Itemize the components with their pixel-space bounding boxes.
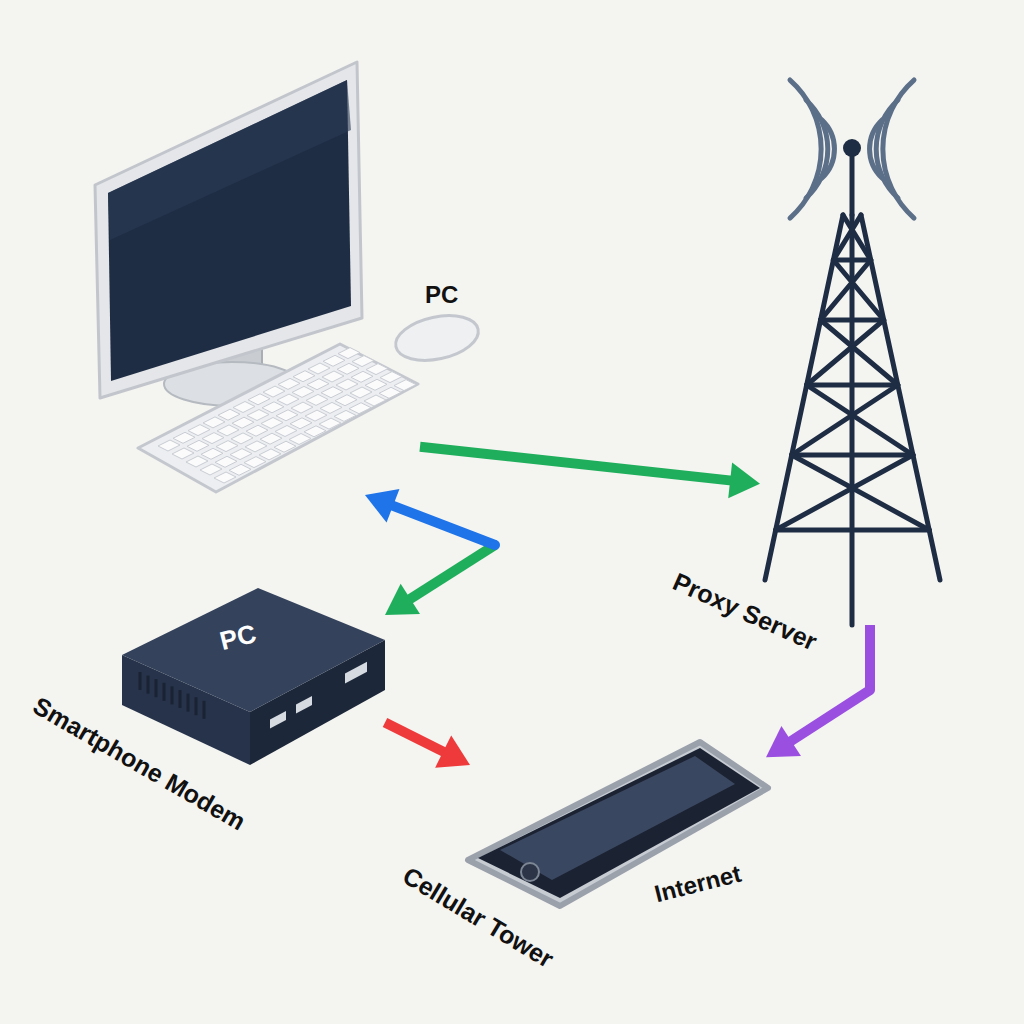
phone-node: Cellular TowerInternet [470,742,766,906]
arrow-connector [365,489,500,615]
arrow-connector [385,723,470,768]
mouse-illustration [392,309,483,368]
box-label: PC [217,619,259,655]
connector-line [420,447,734,481]
device-label: PC [425,282,458,308]
arrow-connector [766,625,875,757]
connector-line [389,504,495,545]
device-label: Smartphone Modem [28,692,250,836]
modem-box-node: PCSmartphone Modem [122,588,385,765]
device-label: Cellular Tower [398,862,558,973]
pc-node: PC [95,60,420,495]
connector-bend [490,540,500,550]
device-label: Internet [652,861,744,908]
arrowhead [728,463,760,499]
proxy-tower-node: Proxy Server [760,60,945,625]
keyboard-illustration [138,344,418,492]
connector-line [865,625,875,690]
connector-line [788,690,870,743]
connector-bend [865,685,875,695]
arrowhead [365,489,399,523]
arrow-connector [420,447,760,499]
device-label: Proxy Server [669,568,821,656]
arrowhead [385,584,420,615]
tower-illustration [765,80,940,625]
mini-pc-illustration [122,588,385,765]
arrowhead [435,735,470,767]
connector-line [407,545,495,601]
connector-line [385,723,447,754]
arrowhead [766,726,801,757]
